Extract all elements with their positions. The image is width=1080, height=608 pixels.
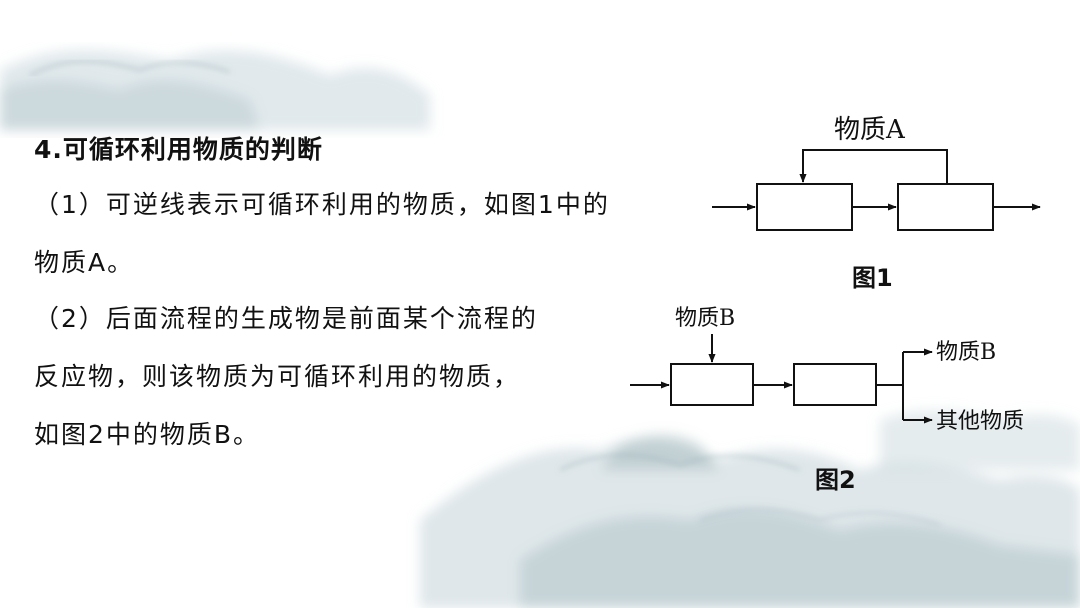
- fig1-caption: 图1: [852, 264, 893, 292]
- paragraph-2-line-1: （2）后面流程的生成物是前面某个流程的: [34, 304, 538, 333]
- paragraph-2-line-3: 如图2中的物质B。: [34, 420, 261, 449]
- paragraph-2-line-2: 反应物，则该物质为可循环利用的物质，: [34, 362, 521, 391]
- fig2-box-2: [793, 363, 877, 406]
- fig1-label-substance-a: 物质A: [834, 115, 906, 145]
- fig2-label-output-substance-b: 物质B: [936, 340, 996, 365]
- fig1-recycle-loop: [799, 149, 948, 184]
- paragraph-1-line-1: （1）可逆线表示可循环利用的物质，如图1中的: [34, 190, 610, 219]
- fig2-caption: 图2: [815, 466, 856, 494]
- figure-1: [712, 149, 1041, 231]
- fig2-box-1: [670, 363, 754, 406]
- figure-2: [630, 334, 933, 424]
- fig2-label-input-substance-b: 物质B: [675, 306, 735, 331]
- fig1-box-1: [756, 183, 853, 231]
- fig1-box-2: [897, 183, 994, 231]
- paragraph-1-line-2: 物质A。: [34, 248, 135, 277]
- section-heading: 4.可循环利用物质的判断: [34, 135, 323, 164]
- fig2-label-other-substances: 其他物质: [936, 409, 1024, 434]
